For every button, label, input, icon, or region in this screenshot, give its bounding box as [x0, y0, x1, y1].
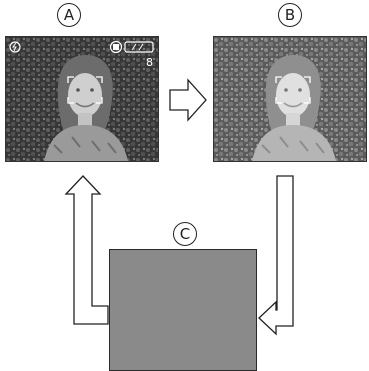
arrow-c-to-a-icon [64, 175, 109, 325]
flash-off-icon [9, 41, 21, 53]
label-a: A [57, 3, 81, 27]
arrow-a-to-b-icon [169, 78, 207, 122]
photo-b-image [214, 37, 366, 161]
focus-frame [275, 76, 311, 104]
screen-photo-a: 8 [5, 36, 159, 162]
label-c: C [173, 222, 197, 246]
record-mode-icon [109, 40, 123, 54]
label-b: B [278, 3, 302, 27]
focus-frame [67, 76, 103, 104]
arrow-b-to-c-icon [258, 175, 294, 336]
remaining-shots: 8 [146, 56, 153, 69]
screen-c-blank [109, 249, 257, 371]
battery-icon [124, 41, 154, 53]
screen-photo-b [213, 36, 367, 162]
photo-a-image: 8 [6, 37, 158, 161]
